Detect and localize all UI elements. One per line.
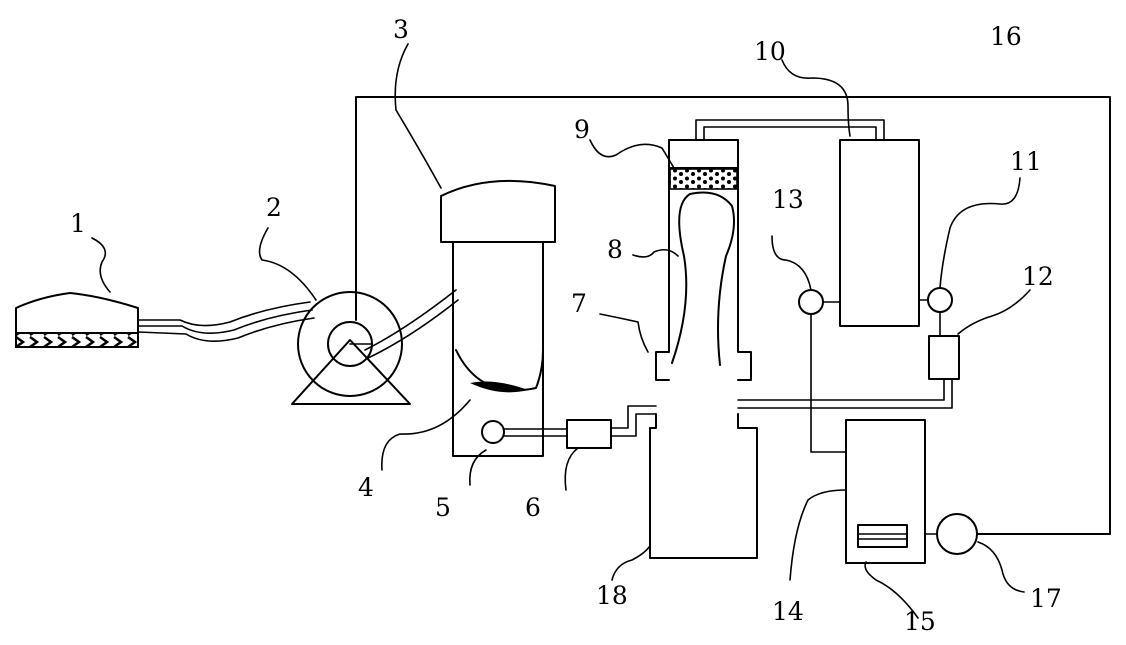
label-14: 14 <box>772 597 804 626</box>
inlet-tubes <box>137 301 315 342</box>
lower-unit <box>845 419 978 564</box>
upper-tank <box>695 119 920 327</box>
frame-loop <box>355 96 1111 535</box>
label-18: 18 <box>596 581 628 610</box>
valve-and-box <box>481 405 657 449</box>
label-8: 8 <box>607 235 623 264</box>
label-16: 16 <box>990 22 1022 51</box>
labels: 1 2 3 4 5 6 7 8 9 10 11 12 13 14 15 16 1… <box>70 15 1062 636</box>
bed-unit <box>15 292 139 348</box>
leader-lines <box>91 43 1031 619</box>
label-10: 10 <box>754 37 786 66</box>
label-13: 13 <box>772 185 804 214</box>
label-5: 5 <box>435 493 451 522</box>
label-15: 15 <box>904 607 936 636</box>
valves-right <box>737 287 960 453</box>
label-17: 17 <box>1030 584 1062 613</box>
label-9: 9 <box>574 115 590 144</box>
vessel <box>364 179 556 457</box>
column-and-tank <box>649 139 758 559</box>
label-3: 3 <box>393 15 409 44</box>
label-2: 2 <box>266 193 282 222</box>
rotary-machine <box>291 291 411 405</box>
label-1: 1 <box>70 209 86 238</box>
label-4: 4 <box>358 473 374 502</box>
label-11: 11 <box>1010 147 1042 176</box>
label-7: 7 <box>571 289 587 318</box>
label-6: 6 <box>525 493 541 522</box>
label-12: 12 <box>1022 262 1054 291</box>
